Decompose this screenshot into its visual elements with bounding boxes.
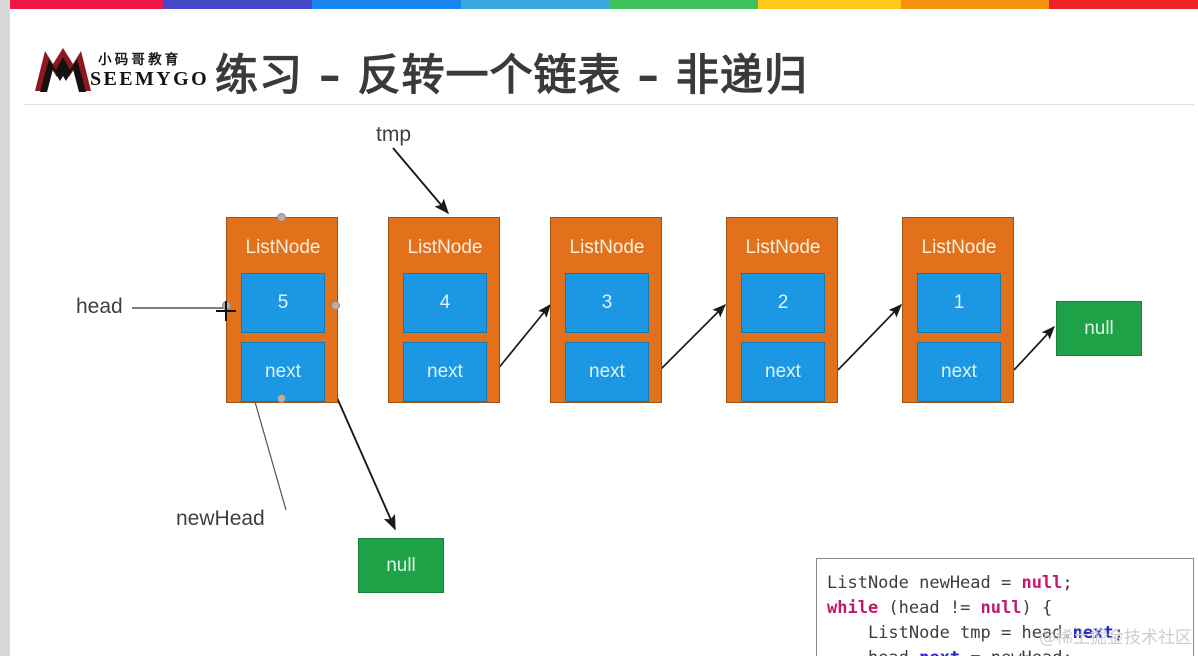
node-title: ListNode [569, 237, 645, 258]
node-title: ListNode [407, 237, 483, 258]
node-value-cell[interactable]: 4 [403, 273, 487, 333]
node-value-cell[interactable]: 3 [565, 273, 649, 333]
arrow-node2-node1 [837, 304, 902, 371]
label-head: head [76, 295, 123, 318]
color-band-red2 [1049, 0, 1198, 9]
color-band-green [609, 0, 758, 9]
node-next-cell[interactable]: next [565, 342, 649, 402]
arrow-tmp [392, 147, 449, 215]
color-band-red [10, 0, 164, 9]
code-line-3: ListNode tmp = head.next; [827, 623, 1124, 643]
node-value-cell[interactable]: 2 [741, 273, 825, 333]
slide-header: 小码哥教育 SEEMYGO 练习 – 反转一个链表 – 非递归 [10, 9, 1198, 105]
selection-handle-top[interactable] [277, 213, 286, 222]
node-next-cell[interactable]: next [241, 342, 325, 402]
logo-chinese-text: 小码哥教育 [98, 52, 182, 68]
header-divider [24, 104, 1194, 105]
seemygo-logo: 小码哥教育 SEEMYGO [32, 45, 207, 97]
code-line-4: head.next = newHead; [827, 646, 1193, 656]
watermark-text: @稀土掘金技术社区 [1039, 628, 1192, 648]
color-band-blue [311, 0, 461, 9]
node-title: ListNode [921, 237, 997, 258]
code-snippet[interactable]: ListNode newHead = null; while (head != n… [816, 558, 1194, 656]
list-node-3[interactable]: ListNode 3 next [550, 217, 662, 403]
list-node-5[interactable]: ListNode 5 next [226, 217, 338, 403]
selection-handle-right[interactable] [331, 301, 340, 310]
null-box-bottom[interactable]: null [358, 538, 444, 593]
crosshair-cursor-icon [216, 301, 236, 321]
node-title: ListNode [245, 237, 321, 258]
selection-handle-bottom[interactable] [277, 394, 286, 403]
list-node-2[interactable]: ListNode 2 next [726, 217, 838, 403]
list-node-4[interactable]: ListNode 4 next [388, 217, 500, 403]
node-next-cell[interactable]: next [741, 342, 825, 402]
color-band-indigo [163, 0, 312, 9]
logo-english-text: SEEMYGO [90, 68, 210, 90]
page-title: 练习 – 反转一个链表 – 非递归 [215, 51, 808, 101]
color-band [10, 0, 1198, 9]
code-line-2: while (head != null) { [827, 598, 1053, 618]
node-title: ListNode [745, 237, 821, 258]
arrow-node1-null [1013, 326, 1055, 371]
arrow-node3-node2 [659, 304, 726, 371]
node-value-cell[interactable]: 5 [241, 273, 325, 333]
node-next-cell[interactable]: next [917, 342, 1001, 402]
node-value-cell[interactable]: 1 [917, 273, 1001, 333]
color-band-light-blue [460, 0, 610, 9]
label-newhead: newHead [176, 507, 265, 530]
color-band-yellow [757, 0, 901, 9]
slide-canvas: 小码哥教育 SEEMYGO 练习 – 反转一个链表 – 非递归 [10, 0, 1198, 656]
node-next-cell[interactable]: next [403, 342, 487, 402]
linked-list-diagram: ListNode 5 next ListNode 4 next ListNode… [10, 105, 1198, 656]
logo-mark-icon [35, 48, 91, 92]
color-band-orange [900, 0, 1050, 9]
list-node-1[interactable]: ListNode 1 next [902, 217, 1014, 403]
code-line-1: ListNode newHead = null; [827, 573, 1073, 593]
null-box-right[interactable]: null [1056, 301, 1142, 356]
arrow-node4-node3 [496, 303, 551, 371]
label-tmp: tmp [376, 123, 412, 146]
